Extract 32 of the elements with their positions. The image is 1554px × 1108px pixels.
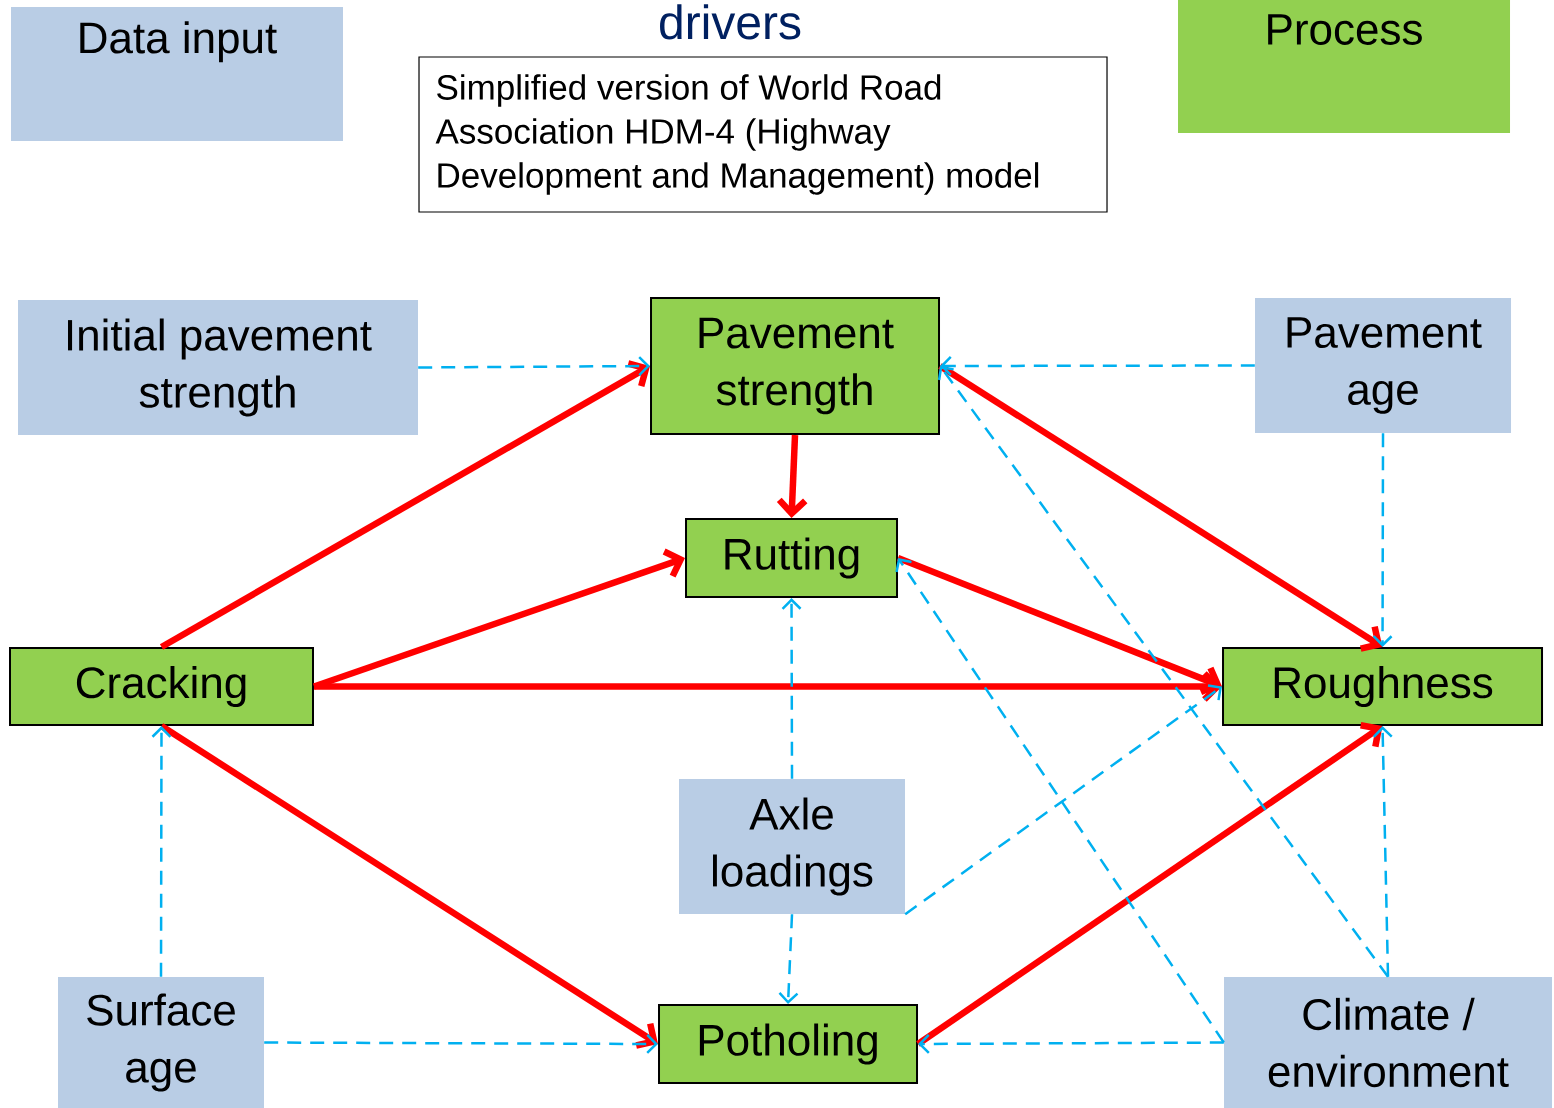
process-box: Potholing <box>658 1004 918 1084</box>
arrow <box>1372 726 1393 977</box>
arrow <box>776 434 808 518</box>
arrow <box>159 360 650 650</box>
arrow <box>159 723 658 1049</box>
process-box: Rutting <box>685 518 898 598</box>
arrow <box>418 356 650 376</box>
data-input-box: Initial pavement strength <box>18 300 418 435</box>
arrow <box>940 356 1255 376</box>
legend-item: Process <box>1178 0 1510 133</box>
note-box: Simplified version of World Road Association HDM-4 (Highway Development and Management) model <box>418 56 1108 213</box>
arrow <box>151 726 172 977</box>
legend-item: Data input <box>11 7 343 141</box>
process-box: Cracking <box>9 647 314 726</box>
data-input-box: Pavement age <box>1255 298 1511 433</box>
arrow <box>916 722 1383 1047</box>
arrow <box>264 1034 658 1054</box>
arrow <box>778 914 799 1004</box>
arrow <box>314 671 1222 702</box>
data-input-box: Surface age <box>58 977 264 1108</box>
arrow <box>1372 433 1393 647</box>
arrow <box>781 598 802 779</box>
title: drivers <box>660 4 801 40</box>
data-input-box: Axle loadings <box>679 779 905 914</box>
arrow <box>904 684 1222 916</box>
data-input-box: Climate / environment <box>1224 977 1552 1108</box>
arrow <box>937 366 1390 978</box>
arrow <box>896 555 1223 696</box>
process-box: Roughness <box>1222 647 1543 726</box>
process-box: Pavement strength <box>650 297 940 435</box>
arrow <box>895 558 1225 1044</box>
arrow <box>918 1034 1224 1054</box>
